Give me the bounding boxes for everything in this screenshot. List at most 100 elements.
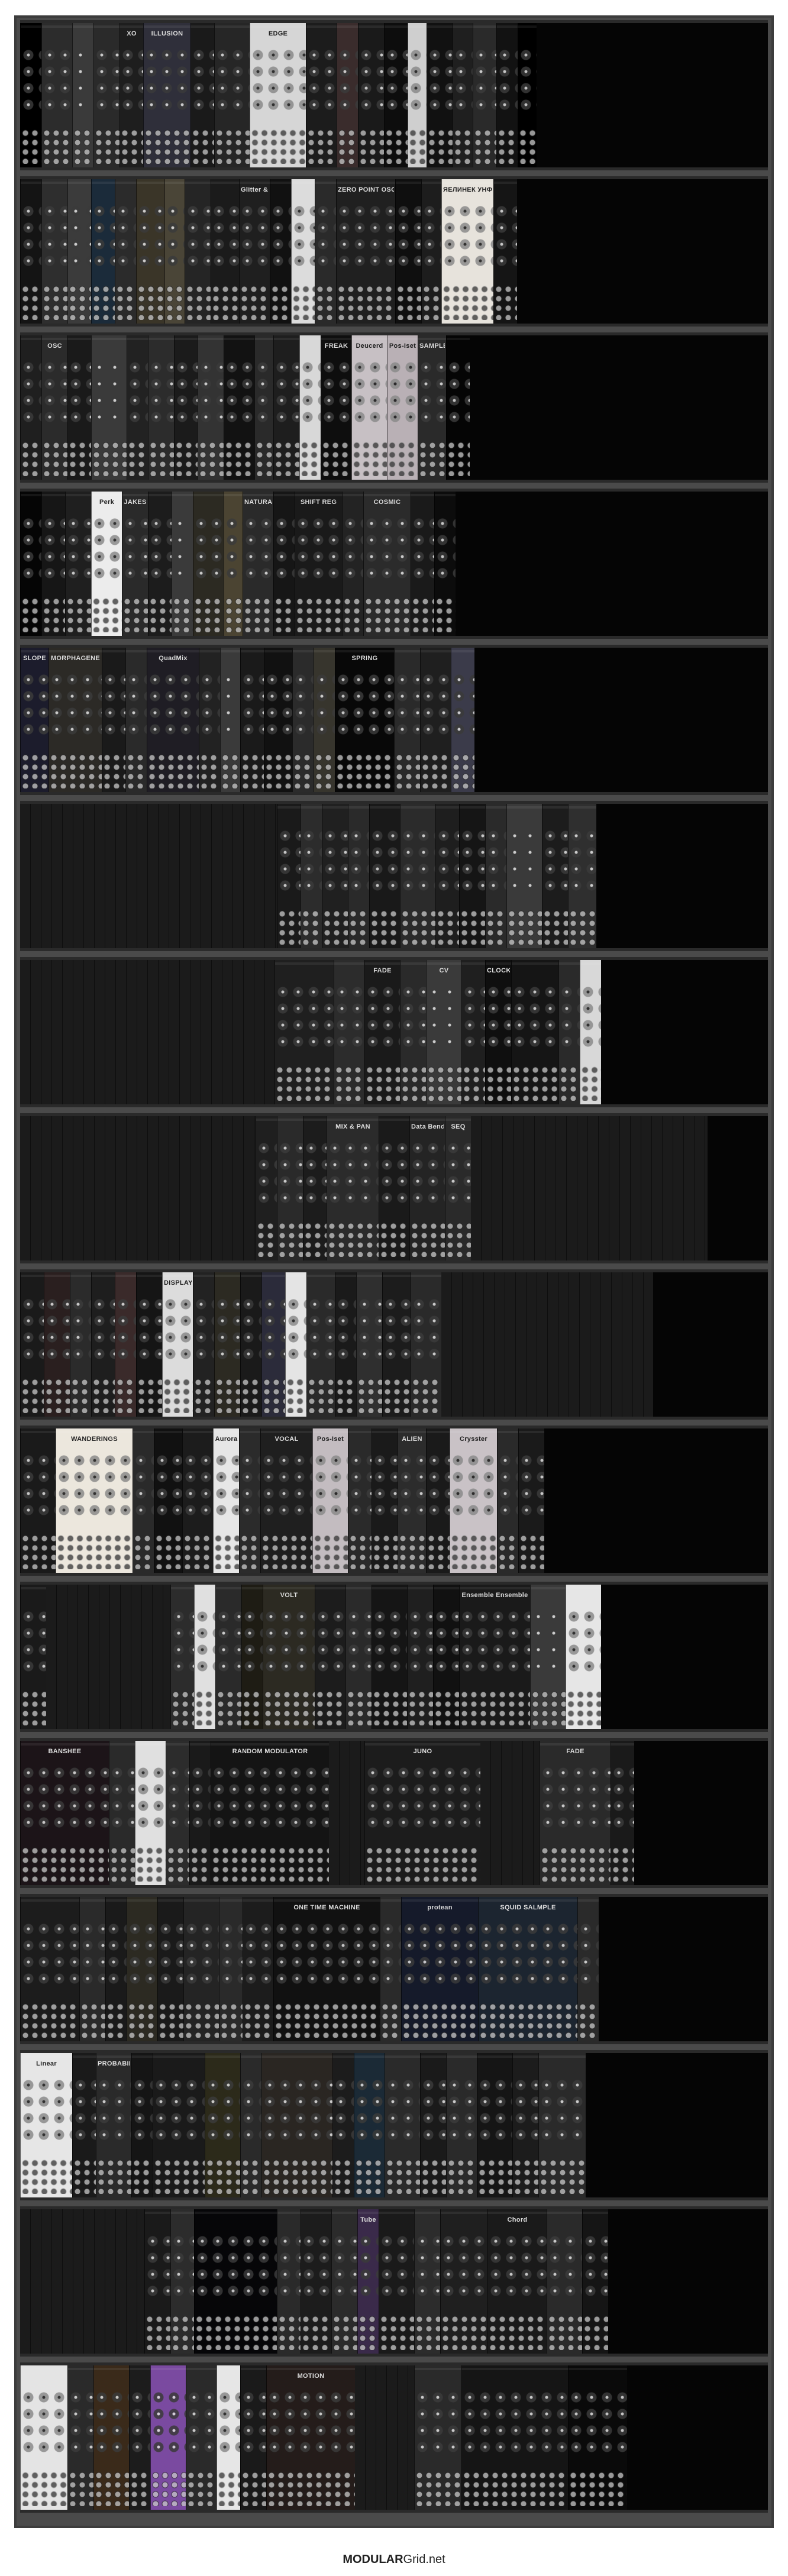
module-knobs[interactable] [68, 203, 91, 268]
module[interactable] [453, 23, 473, 167]
module-knobs[interactable] [224, 515, 243, 580]
module[interactable] [420, 648, 451, 792]
module-jacks[interactable] [488, 2315, 547, 2350]
module-knobs[interactable] [171, 2233, 194, 2298]
module[interactable] [115, 1272, 136, 1417]
module-jacks[interactable] [422, 285, 441, 320]
module[interactable]: FADE [540, 1741, 611, 1885]
module-knobs[interactable] [540, 1764, 611, 1830]
module-jacks[interactable] [365, 1846, 480, 1882]
module-knobs[interactable] [479, 1921, 577, 1986]
module-jacks[interactable] [66, 597, 91, 632]
module-jacks[interactable] [217, 2471, 240, 2506]
module-jacks[interactable] [427, 128, 453, 164]
module-jacks[interactable] [494, 285, 517, 320]
module-jacks[interactable] [132, 2158, 153, 2194]
module-jacks[interactable] [539, 2158, 586, 2194]
module-jacks[interactable] [512, 1065, 558, 1101]
module-jacks[interactable] [451, 753, 474, 788]
module-knobs[interactable] [211, 1764, 329, 1830]
module-knobs[interactable] [292, 203, 315, 268]
module[interactable] [44, 1272, 70, 1417]
module-knobs[interactable] [274, 515, 295, 580]
module[interactable] [67, 335, 91, 480]
module-knobs[interactable] [267, 2389, 355, 2454]
module[interactable]: MIX & PAN [327, 1116, 379, 1260]
module-jacks[interactable] [460, 1690, 530, 1725]
module-jacks[interactable] [250, 128, 306, 164]
module-knobs[interactable] [144, 47, 190, 112]
module-knobs[interactable] [126, 671, 147, 736]
module[interactable] [129, 2365, 150, 2510]
module[interactable] [434, 492, 456, 636]
module-knobs[interactable] [354, 2077, 385, 2142]
module-knobs[interactable] [518, 47, 537, 112]
module[interactable] [411, 492, 434, 636]
module[interactable]: OSC [41, 335, 67, 480]
module-knobs[interactable] [303, 1140, 327, 1205]
module-jacks[interactable] [333, 2158, 354, 2194]
module-knobs[interactable] [216, 1608, 241, 1673]
module-knobs[interactable] [488, 2233, 547, 2298]
module-jacks[interactable] [486, 1065, 511, 1101]
module-knobs[interactable] [92, 1296, 115, 1361]
module[interactable] [20, 1272, 44, 1417]
module-jacks[interactable] [453, 128, 473, 164]
module-knobs[interactable] [21, 515, 41, 580]
module-knobs[interactable] [21, 2389, 67, 2454]
module-knobs[interactable] [148, 359, 174, 424]
module-jacks[interactable] [264, 753, 292, 788]
module-knobs[interactable] [486, 984, 511, 1049]
module[interactable] [497, 1428, 518, 1573]
module-knobs[interactable] [300, 359, 321, 424]
module[interactable]: QuadMix [147, 648, 199, 792]
module-knobs[interactable] [21, 1452, 56, 1517]
module-knobs[interactable] [379, 1140, 409, 1205]
module-knobs[interactable] [21, 359, 41, 424]
module-knobs[interactable] [486, 828, 506, 893]
module[interactable] [240, 2053, 261, 2197]
module-knobs[interactable] [411, 515, 434, 580]
module-jacks[interactable] [190, 1846, 211, 1882]
module-knobs[interactable] [42, 203, 67, 268]
module-jacks[interactable] [513, 2158, 538, 2194]
module[interactable] [582, 2209, 608, 2354]
module-jacks[interactable] [379, 2315, 414, 2350]
module-knobs[interactable] [450, 1452, 497, 1517]
module-knobs[interactable] [166, 1764, 189, 1830]
module-jacks[interactable] [241, 753, 264, 788]
module[interactable]: Ensemble Ensemble [459, 1585, 530, 1729]
module[interactable]: Perk [91, 492, 122, 636]
module[interactable]: SAMPLER [418, 335, 446, 480]
module-knobs[interactable] [277, 828, 301, 893]
module[interactable]: EDGE [250, 23, 306, 167]
module-knobs[interactable] [214, 1452, 239, 1517]
module[interactable] [435, 804, 459, 948]
module[interactable] [394, 648, 420, 792]
module-jacks[interactable] [301, 909, 322, 945]
module[interactable] [170, 1585, 194, 1729]
module-knobs[interactable] [120, 47, 143, 112]
module-jacks[interactable] [221, 753, 240, 788]
module[interactable] [277, 804, 301, 948]
module-knobs[interactable] [184, 1921, 219, 1986]
module[interactable] [461, 2365, 568, 2510]
module[interactable] [459, 804, 485, 948]
module-knobs[interactable] [147, 671, 199, 736]
module-jacks[interactable] [569, 909, 596, 945]
module-knobs[interactable] [137, 1296, 162, 1361]
module[interactable]: Chord [487, 2209, 547, 2354]
module-jacks[interactable] [301, 2315, 331, 2350]
module-knobs[interactable] [401, 828, 435, 893]
module[interactable]: Pos-Iset [387, 335, 418, 480]
module-knobs[interactable] [73, 47, 93, 112]
module[interactable]: SQUID SALMPLE [478, 1897, 577, 2041]
module[interactable] [254, 335, 273, 480]
module[interactable] [105, 1897, 127, 2041]
module[interactable] [148, 492, 172, 636]
module-jacks[interactable] [435, 597, 456, 632]
module-knobs[interactable] [365, 984, 400, 1049]
module[interactable] [20, 23, 41, 167]
module[interactable] [72, 2053, 96, 2197]
module-jacks[interactable] [122, 597, 148, 632]
